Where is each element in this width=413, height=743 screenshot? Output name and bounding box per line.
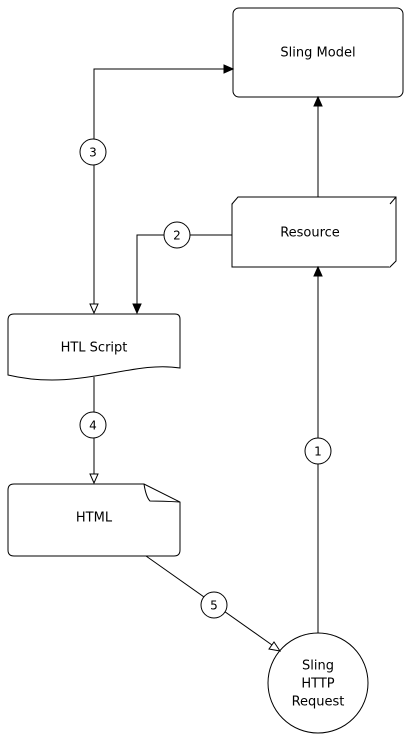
node-resource: Resource xyxy=(231,196,397,268)
node-sling-model: Sling Model xyxy=(232,7,404,98)
request-label-line2: HTTP xyxy=(301,677,334,692)
arrowhead-icon xyxy=(313,95,323,107)
step-number: 1 xyxy=(314,445,322,459)
edge-resource-to-sling-model xyxy=(313,95,323,197)
step-number: 4 xyxy=(89,419,97,433)
node-htl-script: HTL Script xyxy=(7,313,181,381)
resource-label: Resource xyxy=(280,226,340,241)
open-arrowhead-icon xyxy=(268,641,282,652)
open-arrowhead-icon xyxy=(89,473,99,485)
edge-resource-to-htl-script xyxy=(132,234,232,315)
htl-script-label: HTL Script xyxy=(61,341,128,356)
step-badge-1: 1 xyxy=(304,437,332,465)
step-number: 2 xyxy=(173,229,181,243)
step-badge-3: 3 xyxy=(79,138,107,166)
step-badge-5: 5 xyxy=(200,591,228,619)
arrowhead-icon xyxy=(223,64,235,74)
node-html-document: HTML xyxy=(7,483,181,557)
sling-model-label: Sling Model xyxy=(280,46,355,61)
arrowhead-icon xyxy=(313,265,323,277)
step-badge-2: 2 xyxy=(163,221,191,249)
request-label-line3: Request xyxy=(292,695,345,710)
request-label-line1: Sling xyxy=(302,659,334,674)
node-sling-http-request: Sling HTTP Request xyxy=(267,632,369,734)
step-number: 3 xyxy=(89,146,97,160)
step-number: 5 xyxy=(210,599,218,613)
edge-sling-model-htl-script xyxy=(89,64,235,315)
arrowhead-icon xyxy=(132,303,142,315)
html-label: HTML xyxy=(76,511,113,526)
page-fold-icon xyxy=(143,483,181,503)
open-arrowhead-icon xyxy=(89,303,99,315)
step-badge-4: 4 xyxy=(79,411,107,439)
